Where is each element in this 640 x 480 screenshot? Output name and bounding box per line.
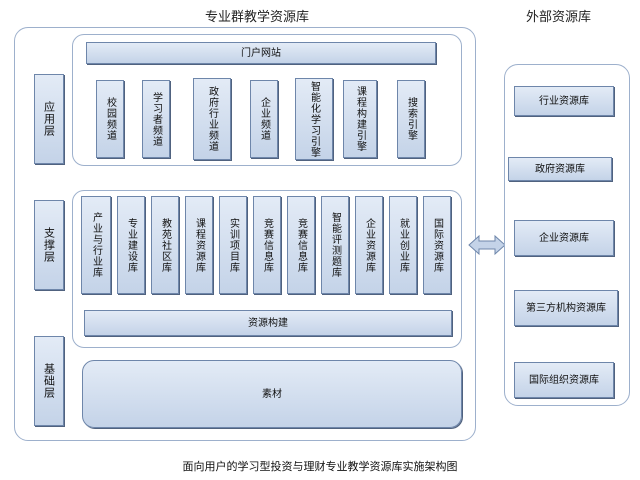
figure-caption: 面向用户的学习型投资与理财专业教学资源库实施架构图 (182, 460, 458, 473)
external-title: 外部资源库 (526, 10, 592, 25)
layer-application: 应用层 (34, 74, 64, 164)
ext-industry: 行业资源库 (514, 86, 614, 116)
lib-international: 国际资源库 (423, 196, 451, 294)
material-box: 素材 (82, 360, 462, 428)
channel-government: 政府行业频道 (193, 78, 231, 160)
ext-enterprise: 企业资源库 (514, 220, 614, 256)
layer-support: 支撑层 (34, 200, 64, 290)
ext-government: 政府资源库 (508, 157, 612, 181)
channel-enterprise: 企业频道 (250, 80, 278, 158)
lib-industry: 产业与行业库 (81, 196, 111, 294)
lib-assessment: 智能评测题库 (321, 196, 349, 294)
ext-third-party: 第三方机构资源库 (514, 290, 618, 326)
engine-search: 搜索引擎 (397, 80, 425, 158)
lib-competition-2: 竞赛信息库 (287, 196, 315, 294)
lib-employment: 就业创业库 (389, 196, 417, 294)
layer-foundation: 基础层 (34, 336, 64, 426)
main-title: 专业群教学资源库 (205, 10, 310, 25)
lib-course: 课程资源库 (185, 196, 213, 294)
lib-major-construction: 专业建设库 (117, 196, 145, 294)
resource-build-box: 资源构建 (84, 310, 452, 336)
double-arrow-icon (468, 234, 506, 256)
lib-training: 实训项目库 (219, 196, 247, 294)
lib-enterprise: 企业资源库 (355, 196, 383, 294)
engine-course-build: 课程构建引擎 (343, 80, 377, 158)
lib-competition-1: 竞赛信息库 (253, 196, 281, 294)
channel-campus: 校园频道 (96, 80, 124, 158)
portal-box: 门户网站 (86, 42, 436, 64)
engine-smart-learning: 智能化学习引擎 (295, 78, 333, 160)
ext-international-org: 国际组织资源库 (514, 362, 614, 398)
channel-learner: 学习者频道 (142, 80, 170, 158)
lib-community: 教苑社区库 (151, 196, 179, 294)
